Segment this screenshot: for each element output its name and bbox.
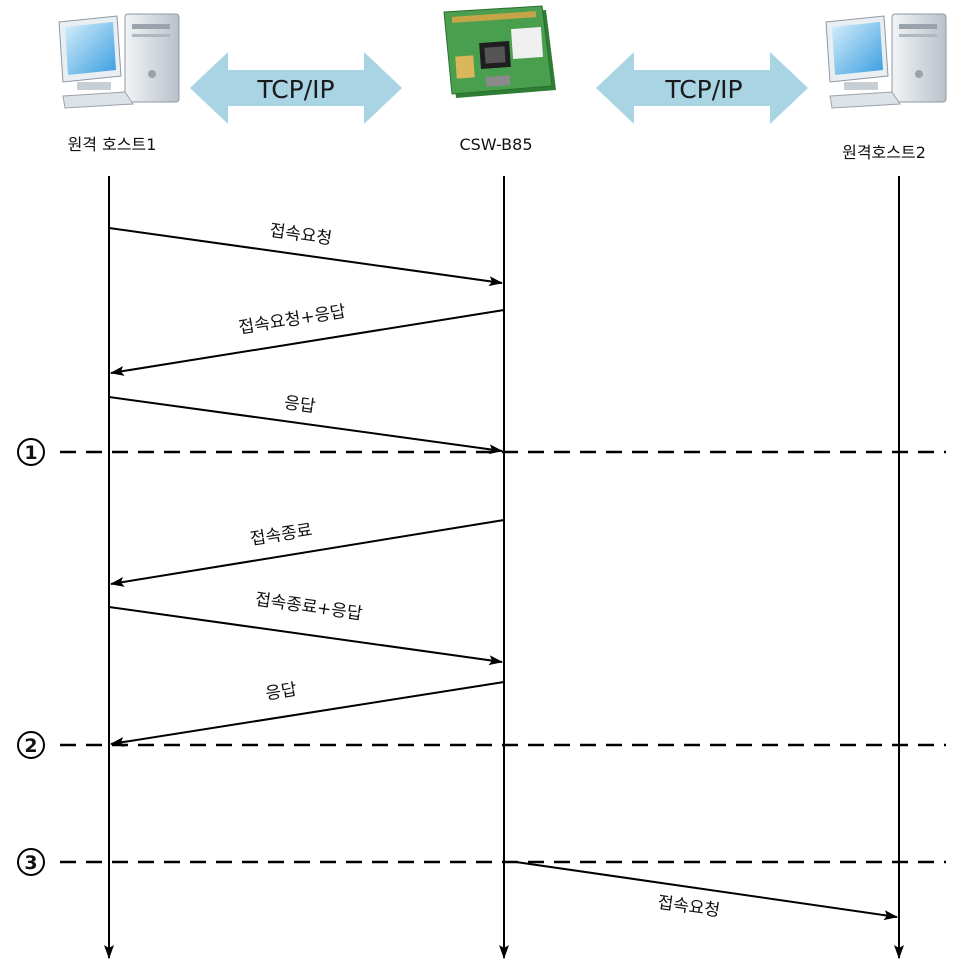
message-label: 접속종료+응답 [254,590,364,625]
svg-text:3: 3 [24,852,37,874]
device-label: CSW-B85 [459,135,532,154]
message-disconnect-ack: 접속종료+응답 [108,590,503,666]
message-label: 접속요청+응답 [237,302,347,339]
message-connect-request: 접속요청 [108,221,503,287]
tcp-ip-label-left: TCP/IP [256,75,334,104]
tcp-ip-link-left: TCP/IP [190,52,402,124]
step-marker-3: 3 [17,848,45,876]
message-label: 접속요청 [656,893,721,922]
computer-icon-host2 [825,13,947,109]
message-connect-request-host2: 접속요청 [515,861,898,922]
message-connect-request-ack: 접속요청+응답 [110,302,505,376]
message-label: 접속요청 [268,221,333,250]
message-ack-1: 응답 [108,393,503,455]
host2-label: 원격호스트2 [842,143,926,162]
svg-text:2: 2 [24,735,37,757]
message-label: 응답 [264,680,298,705]
step-marker-1: 1 [17,438,45,466]
message-label: 응답 [283,393,317,417]
computer-icon-host1 [58,13,180,109]
message-label: 접속종료 [249,520,314,550]
tcp-ip-link-right: TCP/IP [596,52,808,124]
host1-label: 원격 호스트1 [68,135,157,154]
step-marker-2: 2 [17,731,45,759]
message-ack-2: 응답 [110,680,505,747]
tcp-ip-label-right: TCP/IP [664,75,742,104]
message-disconnect: 접속종료 [110,519,505,587]
circuit-board-icon [443,5,556,98]
svg-text:1: 1 [24,442,37,464]
